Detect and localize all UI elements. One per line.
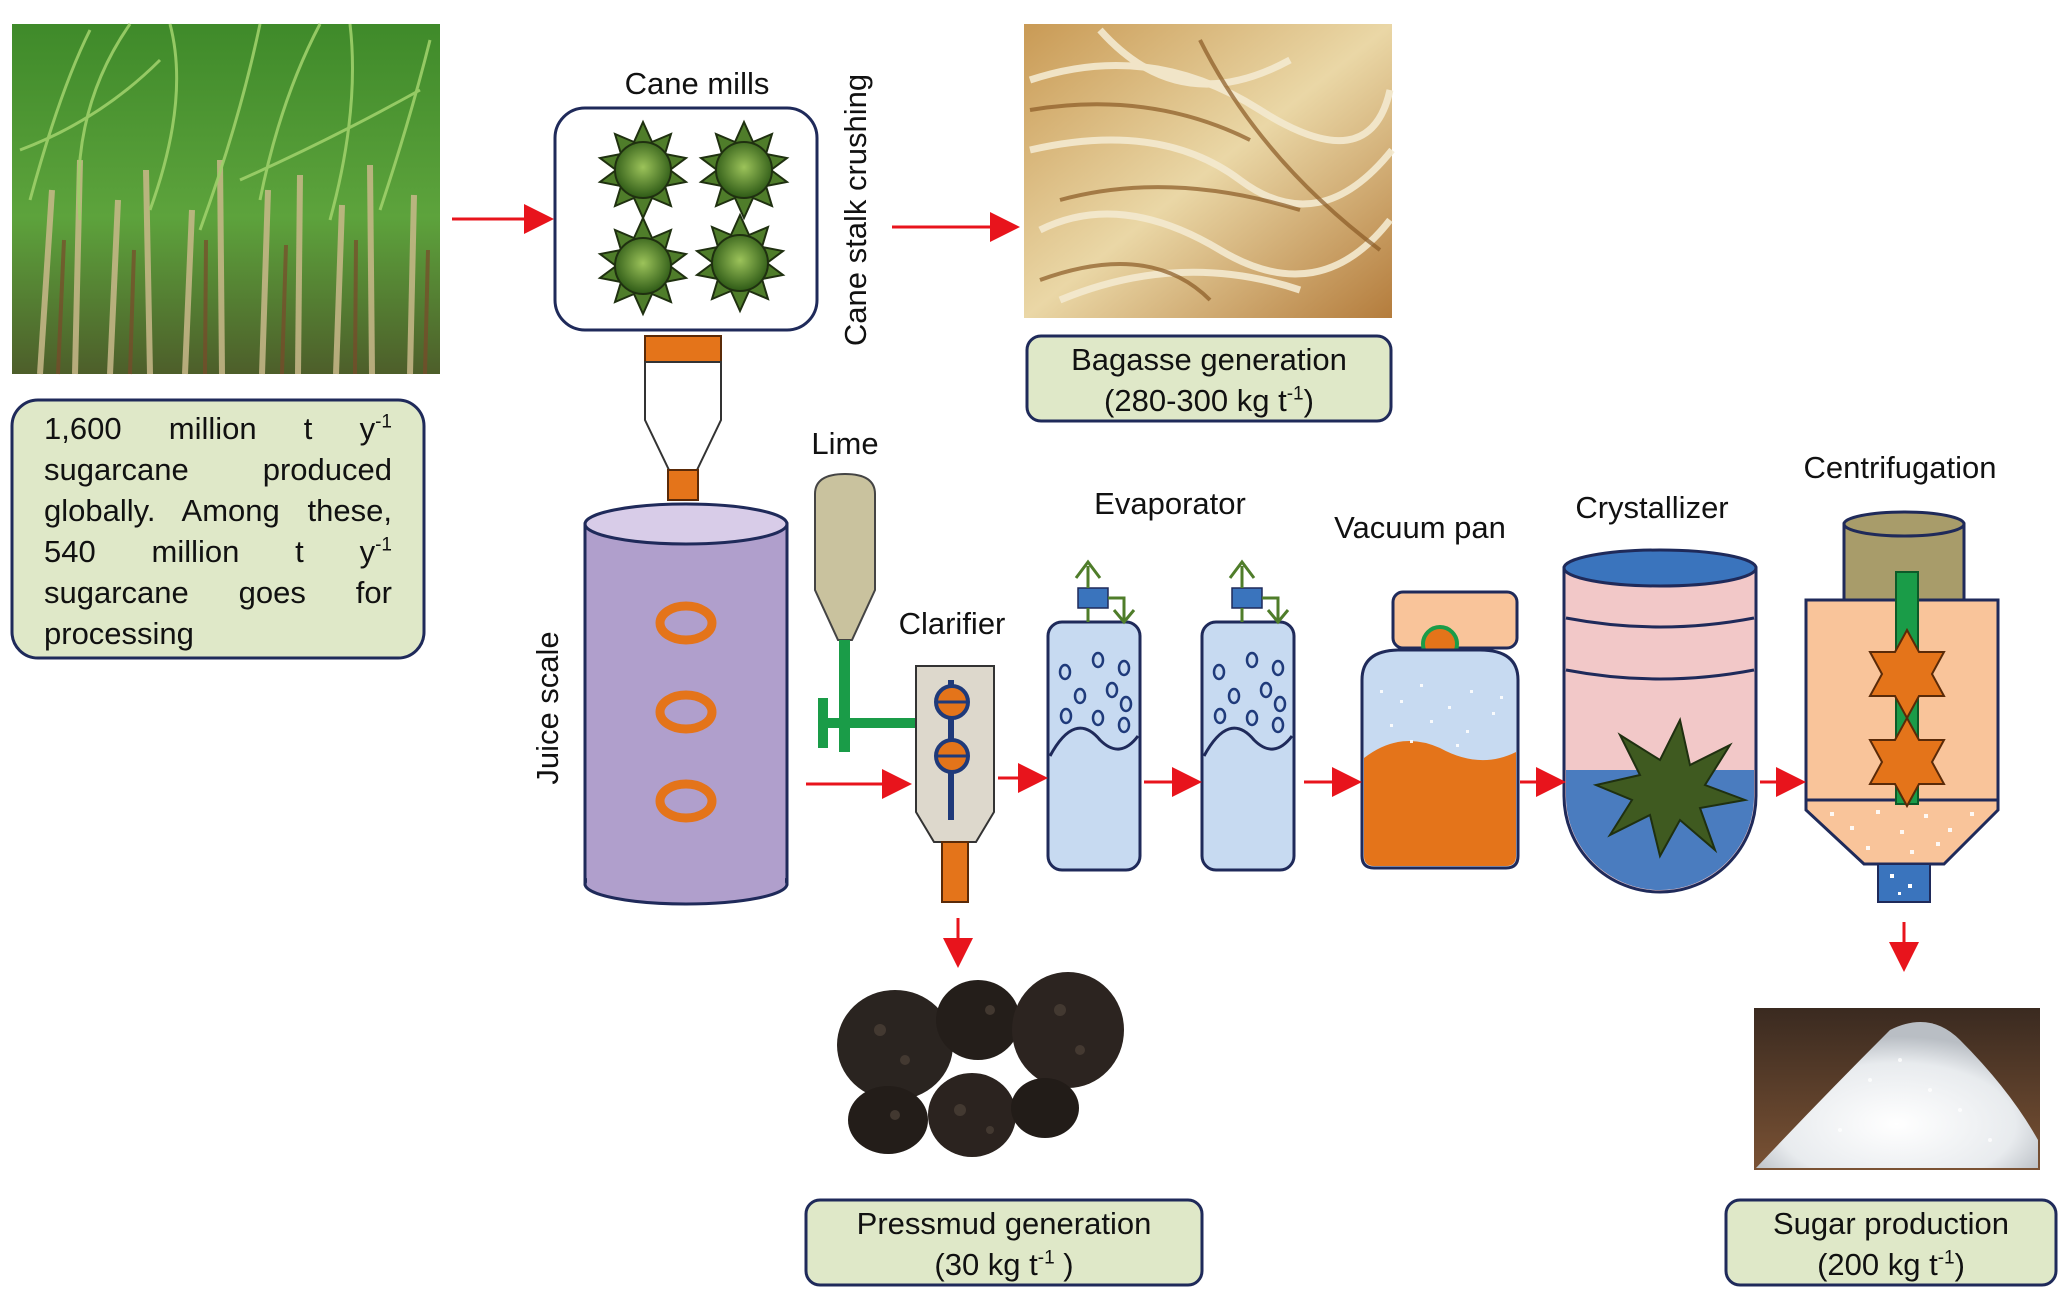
- pressmud-title: Pressmud generation: [856, 1206, 1152, 1241]
- cane-mills-box: [553, 106, 819, 332]
- evaporator-label: Evaporator: [1094, 486, 1246, 521]
- pressmud-photo: [837, 972, 1124, 1157]
- mill-roller-4: [694, 212, 786, 314]
- bagasse-photo: [1024, 24, 1395, 318]
- evaporator-1: [1046, 559, 1142, 872]
- sugar-photo: [1754, 1008, 2040, 1170]
- mill-roller-3: [597, 215, 689, 317]
- sugarcane-photo: [12, 23, 440, 375]
- mill-roller-2: [698, 119, 790, 221]
- cane-stalk-crushing-label: Cane stalk crushing: [838, 74, 873, 346]
- centrifugation-label: Centrifugation: [1803, 450, 1996, 485]
- clarifier-label: Clarifier: [899, 606, 1006, 641]
- sugar-info-text: Sugar production (200 kg t-1): [1726, 1203, 2056, 1285]
- sugar-info-box: [1724, 1198, 2058, 1287]
- clarifier-unit: [915, 665, 995, 903]
- bagasse-info-text: Bagasse generation (280-300 kg t-1): [1027, 339, 1391, 421]
- crystallizer-label: Crystallizer: [1575, 490, 1728, 525]
- vacuum-pan-label: Vacuum pan: [1334, 510, 1506, 545]
- pressmud-info-box: [804, 1198, 1204, 1287]
- vacuum-pan-unit: [1360, 590, 1520, 870]
- cane-mills-label: Cane mills: [625, 66, 770, 101]
- bagasse-title: Bagasse generation: [1071, 342, 1347, 377]
- bagasse-value: (280-300 kg t-1): [1104, 383, 1314, 418]
- pressmud-info-text: Pressmud generation (30 kg t-1 ): [806, 1203, 1202, 1285]
- production-info-box: [10, 398, 426, 660]
- juice-scale-label: Juice scale: [530, 631, 565, 784]
- sugar-title: Sugar production: [1772, 1206, 2010, 1241]
- lime-label: Lime: [811, 426, 878, 461]
- juice-scale-tank: [583, 502, 789, 906]
- flow-arrows: [452, 204, 1919, 972]
- sugar-value: (200 kg t-1): [1817, 1247, 1965, 1282]
- production-info-text: 1,600 million t y-1 sugarcane produced g…: [44, 411, 392, 651]
- evaporator-2: [1200, 559, 1296, 872]
- centrifuge-unit: [1804, 510, 2000, 903]
- mill-outlet-funnel: [644, 335, 722, 501]
- lime-dispenser: [814, 472, 933, 752]
- crystallizer-unit: [1562, 548, 1758, 894]
- pressmud-value: (30 kg t-1 ): [934, 1247, 1074, 1282]
- bagasse-info-box: [1025, 334, 1393, 423]
